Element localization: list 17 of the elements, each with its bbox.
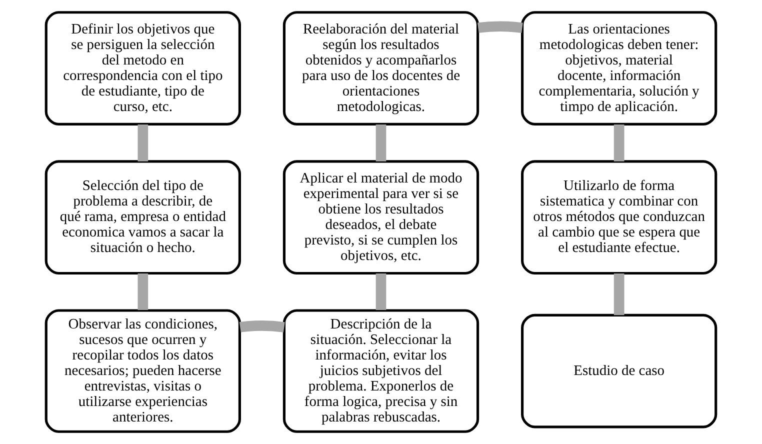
node-box: Selección del tipo de problema a describir, de qué rama, empresa o entidad economica vamos a sacar la situación o hecho. xyxy=(44,160,241,275)
connector xyxy=(614,124,624,162)
connector xyxy=(138,274,148,310)
node-box: Aplicar el material de modo experimental para ver si se obtiene los resultados deseados, el debate previsto, si se cumplen los objetivos, etc. xyxy=(282,160,480,275)
node-box: Las orientaciones metodologicas deben tener: objetivos, material docente, información complementaria, solución y timpo de aplicación. xyxy=(521,11,718,126)
connector xyxy=(478,21,523,33)
node-box: Utilizarlo de forma sistematica y combinar con otros métodos que conduzcan al cambio que se espera que el estudiante efectue. xyxy=(521,160,718,275)
node-box: Estudio de caso xyxy=(521,314,718,428)
node-box: Reelaboración del material según los resultados obtenidos y acompañarlos para uso de los docentes de orientaciones metodologicas. xyxy=(282,11,480,126)
connector xyxy=(376,274,386,310)
node-box: Definir los objetivos que se persiguen la selección del metodo en correspondencia con el tipo de estudiante, tipo de curso, etc. xyxy=(44,11,241,126)
node-box: Descripción de la situación. Seleccionar la información, evitar los juicios subjetivos del problema. Exponerlos de forma logica, precisa y sin palabras rebuscadas. xyxy=(282,309,480,433)
node-box: Observar las condiciones, sucesos que ocurren y recopilar todos los datos necesarios; pueden hacerse entrevistas, visitas o utilizarse experiencias anteriores. xyxy=(44,309,241,433)
connector xyxy=(376,124,386,162)
connector xyxy=(138,124,148,162)
connector xyxy=(239,320,285,332)
connector xyxy=(614,274,624,316)
